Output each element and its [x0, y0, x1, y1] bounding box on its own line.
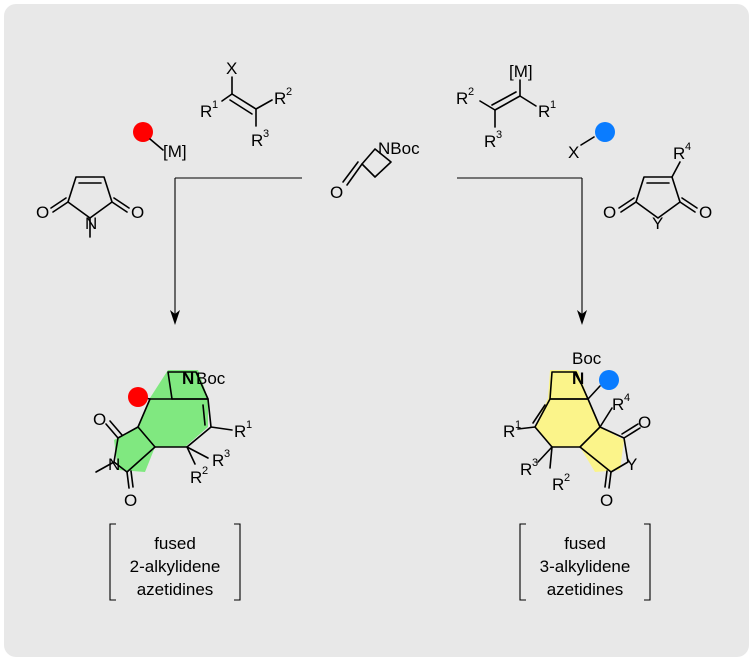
vinyl-r-superscript: 1 — [212, 99, 218, 111]
right-caption-bracket: fused 3-alkylidene azetidines — [519, 523, 651, 601]
left-caption-line: fused — [154, 534, 196, 553]
right-product-n-label: N — [572, 369, 584, 388]
left-vinyl-halide: X R 1 R 2 R 3 — [200, 59, 292, 150]
green-fill — [114, 427, 155, 472]
maleimide-n-label: N — [85, 214, 97, 233]
left-product-structure: N Boc O O N R 1 R 2 R 3 — [93, 369, 252, 510]
diagram-panel — [4, 4, 749, 657]
right-caption-line: fused — [564, 534, 606, 553]
right-reaction-arrow — [457, 177, 587, 325]
right-product-r-label: R — [552, 475, 564, 494]
left-caption-line: azetidines — [137, 580, 214, 599]
azetidinone-nboc-label: NBoc — [378, 139, 420, 158]
green-fill — [138, 370, 208, 447]
left-product-r-label: R — [212, 451, 224, 470]
right-product-r-superscript: 3 — [532, 457, 538, 469]
left-product-o-label: O — [124, 491, 137, 510]
right-product-r-label: R — [503, 422, 515, 441]
ketone-o-label: O — [330, 183, 343, 202]
vinyl-r-superscript: 3 — [496, 129, 502, 141]
vinyl-r-superscript: 2 — [468, 86, 474, 98]
left-product-r-superscript: 3 — [224, 448, 230, 460]
left-product-boc-label: Boc — [196, 369, 226, 388]
left-product-r-label: R — [190, 468, 202, 487]
left-product-n-label: N — [182, 369, 194, 388]
right-product-o-label: O — [600, 491, 613, 510]
vinyl-r-label: R — [274, 89, 286, 108]
blue-halide: X — [568, 122, 615, 162]
right-caption-line: azetidines — [547, 580, 624, 599]
left-product-o-label: O — [93, 410, 106, 429]
right-product-y-label: Y — [626, 455, 637, 474]
vinyl-r-label: R — [200, 102, 212, 121]
blue-dot-icon — [599, 370, 619, 390]
right-product-structure: N Boc O O Y R 1 R 3 R 2 R 4 — [503, 349, 651, 510]
metal-label: [M] — [163, 142, 187, 161]
vinyl-metal-label: [M] — [509, 62, 533, 81]
red-dot-icon — [128, 387, 148, 407]
red-organometallic: [M] — [133, 122, 187, 161]
red-dot-icon — [133, 122, 153, 142]
vinyl-r-label: R — [538, 102, 550, 121]
azetidin-3-one: O NBoc — [330, 139, 420, 202]
right-product-r-label: R — [520, 460, 532, 479]
right-product-o-label: O — [638, 413, 651, 432]
left-caption-line: 2-alkylidene — [130, 557, 221, 576]
ring-o-label: O — [603, 203, 616, 222]
ring-y-label: Y — [652, 214, 663, 233]
ring-r-superscript: 4 — [685, 141, 691, 153]
vinyl-r-superscript: 1 — [550, 99, 556, 111]
right-vinyl-metal: [M] R 2 R 1 R 3 — [456, 62, 556, 151]
substituted-maleic-ring: R 4 O O Y — [603, 141, 712, 233]
right-product-r-superscript: 2 — [564, 472, 570, 484]
ring-r-label: R — [673, 144, 685, 163]
right-product-boc-label: Boc — [572, 349, 602, 368]
vinyl-r-label: R — [456, 89, 468, 108]
vinyl-x-label: X — [226, 59, 237, 78]
maleimide-o-label: O — [36, 203, 49, 222]
right-product-r-superscript: 1 — [515, 419, 521, 431]
right-product-r-label: R — [612, 395, 624, 414]
vinyl-r-label: R — [251, 131, 263, 150]
left-product-r-superscript: 2 — [202, 465, 208, 477]
yellow-fill — [580, 427, 624, 472]
vinyl-r-label: R — [484, 132, 496, 151]
left-reaction-arrow — [170, 177, 302, 325]
left-product-r-superscript: 1 — [246, 419, 252, 431]
n-methylmaleimide: O O N — [36, 176, 144, 238]
halide-x-label: X — [568, 143, 579, 162]
left-product-r-label: R — [234, 422, 246, 441]
left-caption-bracket: fused 2-alkylidene azetidines — [109, 523, 241, 601]
right-product-r-superscript: 4 — [624, 392, 630, 404]
ring-o-label: O — [699, 203, 712, 222]
left-product-n-label: N — [108, 455, 120, 474]
vinyl-r-superscript: 2 — [286, 86, 292, 98]
vinyl-r-superscript: 3 — [263, 128, 269, 140]
blue-dot-icon — [595, 122, 615, 142]
maleimide-o-label: O — [131, 203, 144, 222]
right-caption-line: 3-alkylidene — [540, 557, 631, 576]
